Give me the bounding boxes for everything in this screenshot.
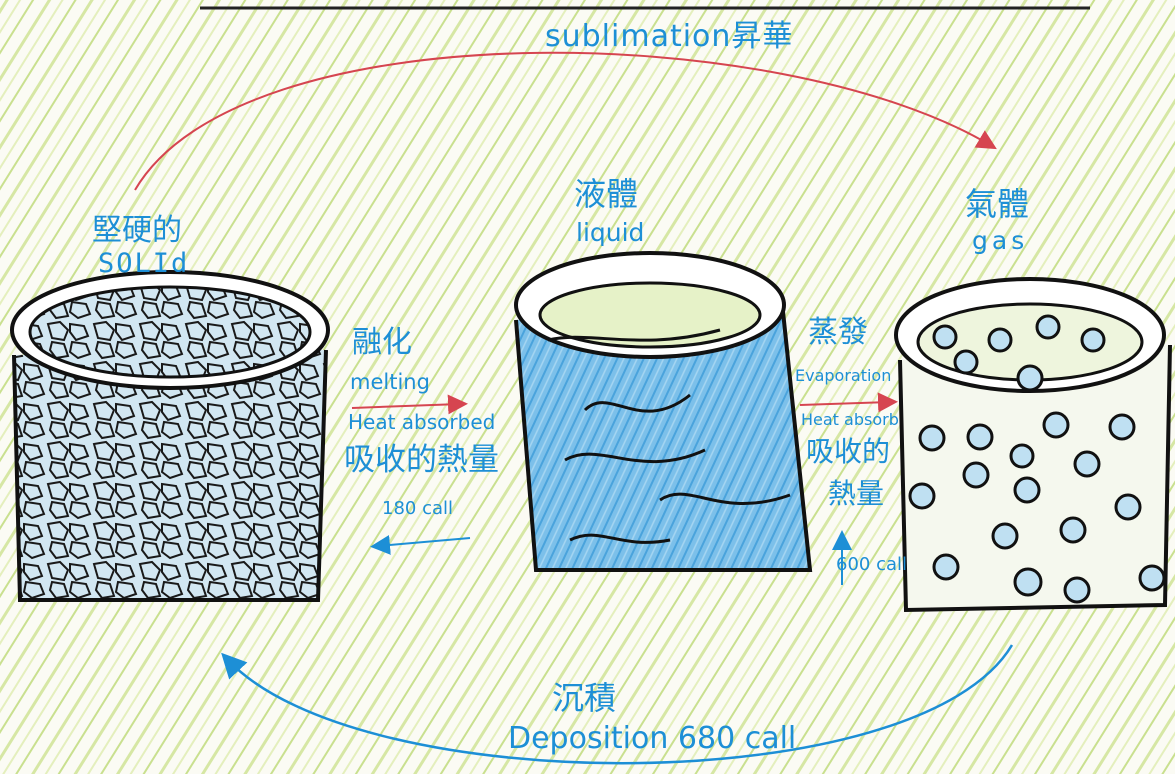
melting-absorbed-heat-label: 吸收的熱量 bbox=[344, 445, 499, 476]
gas-label: gas bbox=[972, 228, 1028, 253]
liquid-label: liquid bbox=[576, 220, 644, 245]
sublimation-label: sublimation昇華 bbox=[545, 22, 793, 52]
deposition-chinese-label: 沉積 bbox=[552, 682, 616, 714]
deposition-label: Deposition 680 call bbox=[508, 724, 796, 754]
melting-chinese-label: 融化 bbox=[352, 328, 412, 358]
melting-label: melting bbox=[350, 372, 430, 393]
evaporation-calories-label: 600 call bbox=[836, 556, 907, 574]
melting-heat-label: Heat absorbed bbox=[348, 412, 495, 432]
evaporation-absorbed-label-1: 吸收的 bbox=[806, 438, 890, 466]
solid-chinese-label: 堅硬的 bbox=[92, 216, 182, 246]
solid-label: SOLId bbox=[98, 250, 189, 277]
solid-container bbox=[12, 272, 328, 600]
gas-chinese-label: 氣體 bbox=[965, 188, 1029, 220]
evaporation-label: Evaporation bbox=[795, 368, 891, 384]
gas-container bbox=[896, 279, 1170, 610]
liquid-chinese-label: 液體 bbox=[574, 178, 638, 210]
melting-calories-label: 180 call bbox=[382, 500, 453, 518]
evaporation-absorbed-label-2: 熱量 bbox=[828, 480, 884, 508]
evaporation-chinese-label: 蒸發 bbox=[808, 318, 868, 348]
liquid-container bbox=[516, 253, 810, 570]
evaporation-heat-label: Heat absorb bbox=[801, 412, 899, 428]
